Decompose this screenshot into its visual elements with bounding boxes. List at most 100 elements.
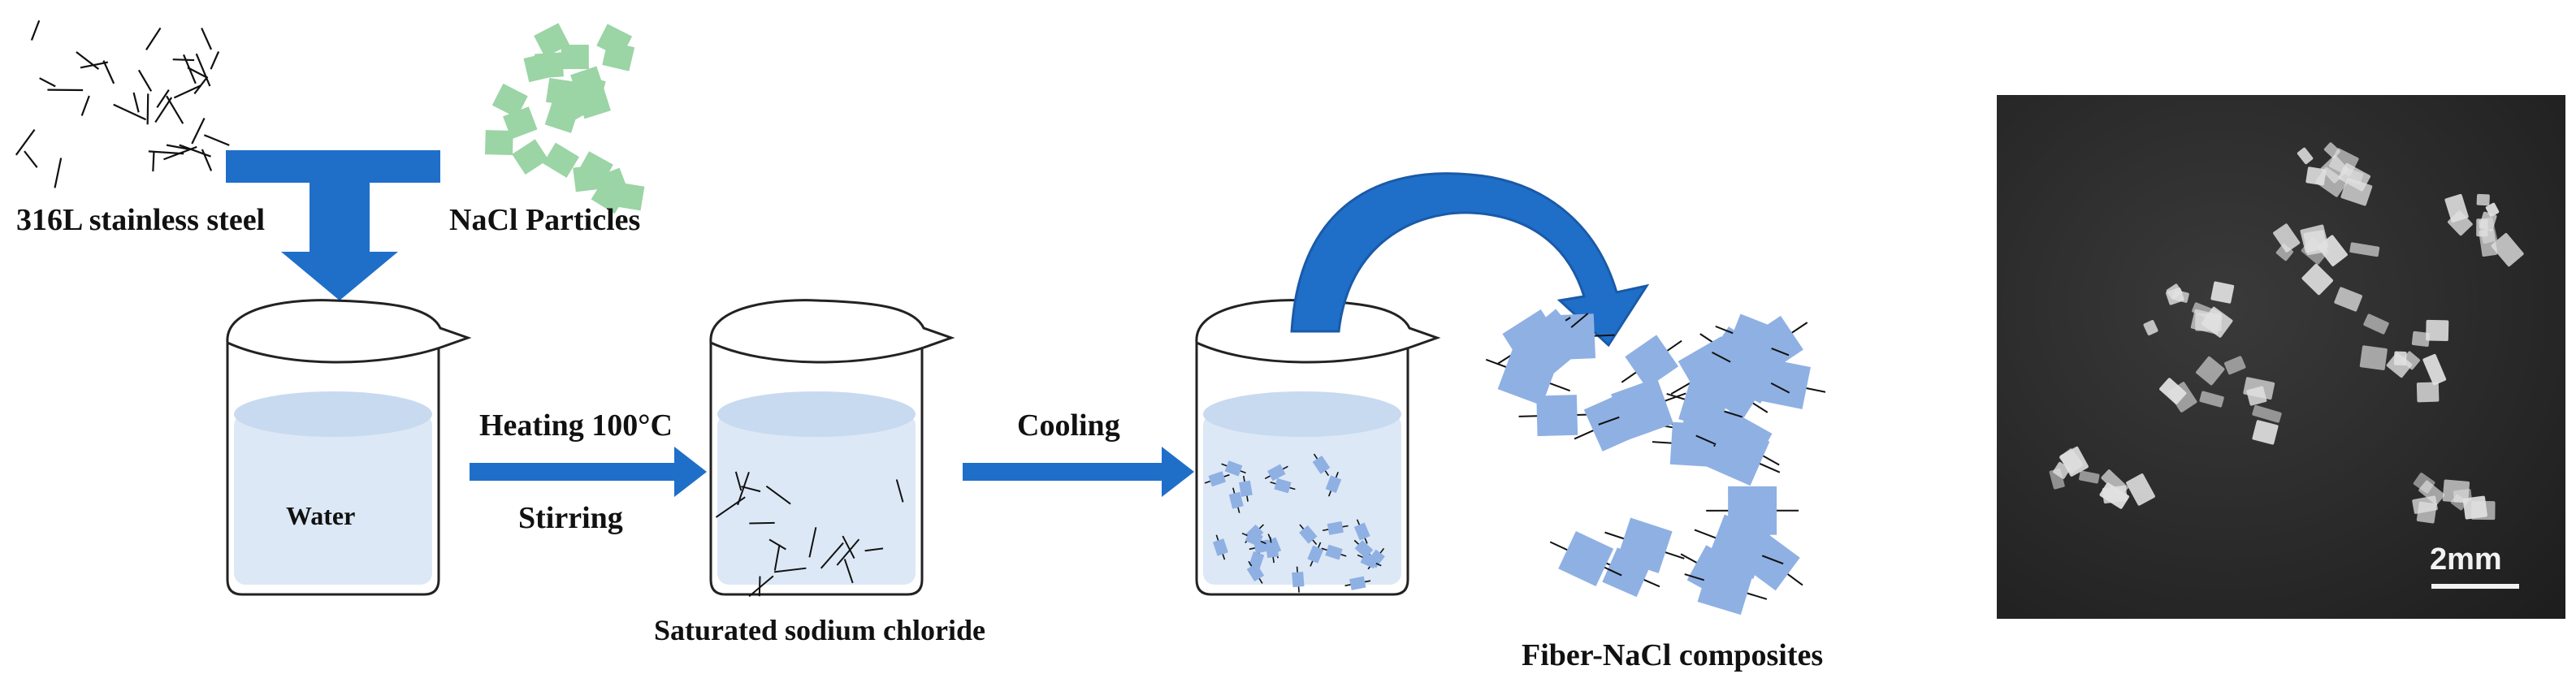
process-diagram	[15, 19, 1826, 616]
nacl-particle	[1307, 545, 1324, 564]
specimen-particle	[2485, 202, 2500, 217]
nacl-particle	[1625, 335, 1679, 389]
nacl-particle	[1246, 563, 1265, 582]
fiber	[113, 103, 147, 121]
nacl-particle	[1265, 542, 1279, 559]
steel-label: 316L stainless steel	[16, 203, 266, 237]
specimen-particle	[2359, 345, 2388, 370]
right-arrow-icon	[963, 447, 1194, 497]
fiber	[80, 95, 90, 116]
fiber	[842, 535, 855, 560]
curved-arrow-icon	[1290, 172, 1650, 348]
specimen-particle	[2252, 404, 2282, 423]
fiber	[773, 567, 807, 573]
fiber	[864, 547, 884, 552]
specimen-particle	[2079, 470, 2100, 484]
nacl-particle	[1678, 379, 1731, 432]
composite-particle	[1549, 531, 1622, 586]
specimen-particle	[2252, 420, 2279, 445]
small-composite	[1212, 534, 1228, 560]
fiber	[765, 485, 791, 505]
composite-particle	[1621, 335, 1682, 389]
beaker-outline	[709, 343, 924, 596]
specimen-particle	[2273, 223, 2301, 253]
nacl-particle	[1536, 395, 1578, 437]
t-junction-arrow-icon	[226, 150, 440, 300]
nacl-particle	[559, 87, 595, 123]
specimen-particle	[2393, 351, 2407, 366]
specimen-particle	[2416, 382, 2440, 403]
beaker-outline	[226, 343, 440, 596]
fiber	[749, 521, 775, 525]
nacl-particle	[1327, 521, 1344, 535]
nacl-particle	[543, 142, 579, 178]
specimen-particle	[2196, 356, 2225, 386]
water-label: Water	[286, 501, 356, 530]
specimen-particle	[2199, 391, 2224, 408]
small-composite	[1228, 487, 1244, 513]
specimen-particle	[2301, 237, 2329, 265]
small-composite	[1344, 576, 1371, 590]
water-fill	[717, 414, 916, 585]
composite-particle	[1666, 379, 1743, 432]
specimen-particle	[2491, 232, 2524, 267]
specimen-particle	[2349, 242, 2380, 257]
fiber	[768, 538, 786, 551]
nacl-particle	[1669, 421, 1716, 467]
specimen-particle	[2210, 281, 2235, 304]
nacl-particle	[503, 106, 538, 140]
specimen-particle	[2243, 377, 2275, 400]
water-surface	[717, 391, 916, 437]
specimen-particle	[2201, 306, 2233, 338]
nacl-particle	[1312, 456, 1331, 474]
beaker-water	[226, 299, 472, 596]
nacl-particle	[1292, 572, 1305, 588]
nacl-particle	[1558, 531, 1614, 586]
specimen-particle	[2448, 210, 2473, 236]
small-composite	[1270, 477, 1296, 494]
small-composite	[1307, 542, 1324, 567]
nacl-particle	[1360, 551, 1379, 569]
fiber	[137, 69, 153, 92]
nacl-particle	[1497, 344, 1559, 406]
small-composite	[1312, 453, 1331, 477]
fiber	[193, 76, 209, 95]
beaker-outline	[1195, 343, 1409, 596]
nacl-particle	[561, 45, 589, 70]
composite-particle	[1694, 514, 1784, 580]
fiber	[773, 544, 781, 571]
specimen-particle	[2301, 263, 2333, 296]
fiber	[172, 58, 195, 62]
specimen-particle	[2450, 494, 2468, 511]
specimen-particle	[2418, 480, 2445, 505]
small-composite	[1239, 475, 1253, 502]
photo-specimens	[2049, 142, 2524, 524]
heating-label: Heating 100°C	[479, 408, 673, 443]
specimen-particle	[2478, 217, 2498, 244]
water-surface	[1203, 391, 1401, 437]
fiber	[132, 92, 140, 113]
fiber	[148, 150, 184, 155]
specimen-particle	[2159, 378, 2187, 404]
fiber	[715, 496, 746, 518]
composites-label: Fiber-NaCl composites	[1522, 638, 1824, 672]
beaker-rim	[226, 299, 472, 364]
specimen-particle	[2101, 469, 2128, 496]
fiber	[895, 479, 904, 503]
stirring-label: Stirring	[518, 501, 623, 535]
small-composite	[1204, 471, 1230, 487]
fiber	[191, 118, 206, 145]
specimen-particle	[2165, 287, 2184, 305]
composite-particle	[1712, 341, 1790, 404]
beaker-rim	[709, 299, 955, 364]
fiber	[210, 51, 220, 70]
fiber	[748, 575, 774, 598]
steel-fibers-pile	[15, 19, 230, 188]
specimen-particle	[2462, 495, 2487, 520]
specimen-particle	[2305, 166, 2327, 186]
specimen-particle	[2476, 193, 2490, 206]
specimen-particle	[2297, 147, 2314, 165]
nacl-particle	[1239, 480, 1253, 497]
cooling-label: Cooling	[1017, 408, 1120, 443]
nacl-particle	[534, 23, 570, 58]
